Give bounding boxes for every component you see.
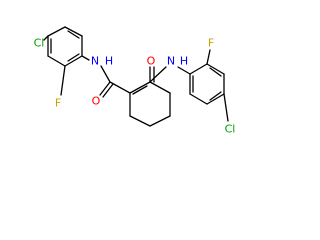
atom-f-left: F [55, 97, 61, 110]
bond-0 [47, 26, 66, 37]
atom-o-right: O [147, 55, 156, 68]
bond-28 [206, 63, 225, 75]
atom-h-left: H [105, 55, 113, 68]
bond-10 [60, 65, 66, 96]
bond-13 [99, 81, 111, 96]
bond-31 [189, 93, 208, 105]
bond-6 [67, 30, 80, 39]
atom-h-right: H [180, 55, 188, 68]
atom-f-right: F [208, 37, 214, 50]
bond-9 [43, 35, 49, 41]
atom-n-right: N [167, 55, 175, 68]
bond-22 [132, 85, 148, 95]
bond-26 [177, 66, 191, 75]
bond-34 [209, 91, 222, 101]
bond-20 [149, 81, 171, 94]
bond-18 [149, 115, 171, 127]
atom-o-left: O [92, 95, 101, 108]
bond-4 [47, 55, 66, 67]
atom-labels: Cl F N H O O N H F Cl [34, 37, 236, 136]
bond-21 [129, 81, 151, 94]
bond-15 [109, 81, 131, 94]
bond-30 [206, 93, 225, 105]
bond-36 [206, 49, 211, 65]
bond-37 [223, 93, 229, 122]
atom-cl-right: Cl [225, 123, 236, 136]
bond-33 [209, 67, 222, 77]
bond-14 [102, 83, 114, 98]
bond-11 [81, 55, 90, 61]
bond-1 [64, 26, 83, 37]
bond-25 [149, 66, 167, 83]
bonds [43, 26, 229, 127]
bond-3 [64, 55, 83, 67]
atom-n-left: N [91, 55, 99, 68]
structure-diagram: Cl F N H O O N H F Cl [34, 26, 236, 136]
atom-cl-left: Cl [34, 37, 45, 50]
bond-12 [100, 65, 111, 83]
bond-17 [129, 115, 151, 127]
bond-27 [189, 63, 208, 75]
bond-7 [67, 53, 80, 62]
